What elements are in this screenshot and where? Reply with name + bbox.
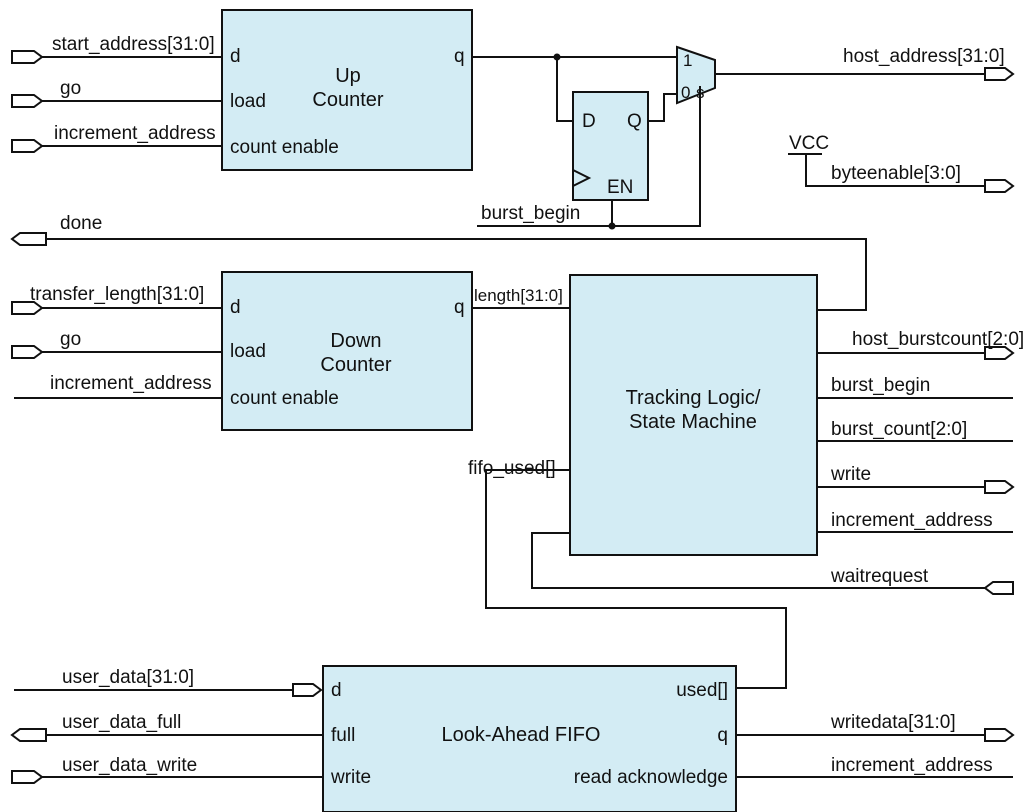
fifo-block (322, 665, 737, 812)
label-increment-address-3: increment_address (831, 510, 993, 531)
label-start-address: start_address[31:0] (52, 34, 215, 55)
wire-waitrequest (531, 532, 985, 589)
dff-port-q: Q (627, 111, 642, 132)
label-increment-address-1: increment_address (54, 123, 216, 144)
fifo-port-write: write (330, 767, 371, 788)
label-write: write (830, 464, 871, 485)
down-port-count-enable: count enable (230, 388, 339, 409)
label-user-data-full: user_data_full (62, 712, 181, 733)
fifo-port-full: full (331, 725, 355, 746)
fifo-port-q: q (717, 725, 728, 746)
label-done: done (60, 213, 102, 234)
label-user-data-write: user_data_write (62, 755, 197, 776)
wire-done (46, 238, 867, 311)
up-port-d: d (230, 46, 241, 67)
writedata-port-icon (984, 728, 1015, 742)
dff-clock-triangle (572, 169, 592, 187)
label-fifo-used: fifo_used[] (468, 458, 556, 479)
tracking-title-2: State Machine (629, 411, 757, 433)
label-vcc: VCC (789, 133, 829, 154)
label-writedata: writedata[31:0] (830, 712, 956, 733)
fifo-title: Look-Ahead FIFO (442, 724, 601, 746)
label-host-burstcount: host_burstcount[2:0] (852, 329, 1024, 350)
user-data-port-icon (292, 683, 323, 697)
label-burst-count: burst_count[2:0] (831, 419, 967, 440)
label-waitrequest: waitrequest (830, 566, 929, 587)
up-port-q: q (454, 46, 465, 67)
tracking-title-1: Tracking Logic/ (626, 387, 761, 409)
dff-block (572, 91, 649, 201)
junction-dot-burst-begin (608, 222, 616, 230)
label-byteenable: byteenable[3:0] (831, 163, 961, 184)
mux-in0: 0 (681, 83, 690, 102)
down-port-load: load (230, 341, 266, 362)
label-increment-address-4: increment_address (831, 755, 993, 776)
up-counter-block (221, 9, 473, 171)
wire-burst-begin-in (477, 86, 701, 227)
dff-port-d: D (582, 111, 596, 132)
up-port-load: load (230, 91, 266, 112)
label-burst-begin-out: burst_begin (831, 375, 930, 396)
label-transfer-length: transfer_length[31:0] (30, 284, 204, 305)
increment-address-1-port-icon (11, 139, 44, 153)
fifo-port-d: d (331, 680, 342, 701)
tracking-logic-block (569, 274, 818, 556)
up-counter-title-1: Up (335, 65, 361, 87)
wire-vcc-byteenable (788, 153, 985, 187)
up-port-count-enable: count enable (230, 137, 339, 158)
transfer-length-port-icon (11, 301, 44, 315)
down-counter-block (221, 271, 473, 431)
label-user-data: user_data[31:0] (62, 667, 194, 688)
label-go-2: go (60, 329, 81, 350)
user-data-write-port-icon (11, 770, 44, 784)
start-address-port-icon (11, 50, 44, 64)
byteenable-port-icon (984, 179, 1015, 193)
host-burstcount-port-icon (984, 346, 1015, 360)
label-go-1: go (60, 78, 81, 99)
mux-block (676, 45, 716, 105)
down-port-q: q (454, 297, 465, 318)
label-increment-address-2: increment_address (50, 373, 212, 394)
down-port-d: d (230, 297, 241, 318)
go-2-port-icon (11, 345, 44, 359)
label-length: length[31:0] (474, 286, 563, 305)
label-host-address: host_address[31:0] (843, 46, 1005, 67)
go-1-port-icon (11, 94, 44, 108)
write-port-icon (984, 480, 1015, 494)
fifo-port-read-ack: read acknowledge (574, 767, 728, 788)
wire-to-dff-d (556, 57, 573, 122)
wire-dff-q-to-mux (648, 93, 677, 122)
down-counter-title-1: Down (330, 330, 381, 352)
label-burst-begin-in: burst_begin (481, 203, 580, 224)
up-counter-title-2: Counter (312, 89, 383, 111)
mux-in1: 1 (683, 51, 692, 70)
dff-port-en: EN (607, 177, 633, 198)
host-address-port-icon (984, 67, 1015, 81)
down-counter-title-2: Counter (320, 354, 391, 376)
waitrequest-port-icon (983, 581, 1014, 595)
wire-fifo-used (485, 469, 787, 689)
fifo-port-used: used[] (676, 680, 728, 701)
mux-sel: s (696, 83, 705, 102)
user-data-full-port-icon (10, 728, 47, 742)
done-port-icon (10, 232, 47, 246)
